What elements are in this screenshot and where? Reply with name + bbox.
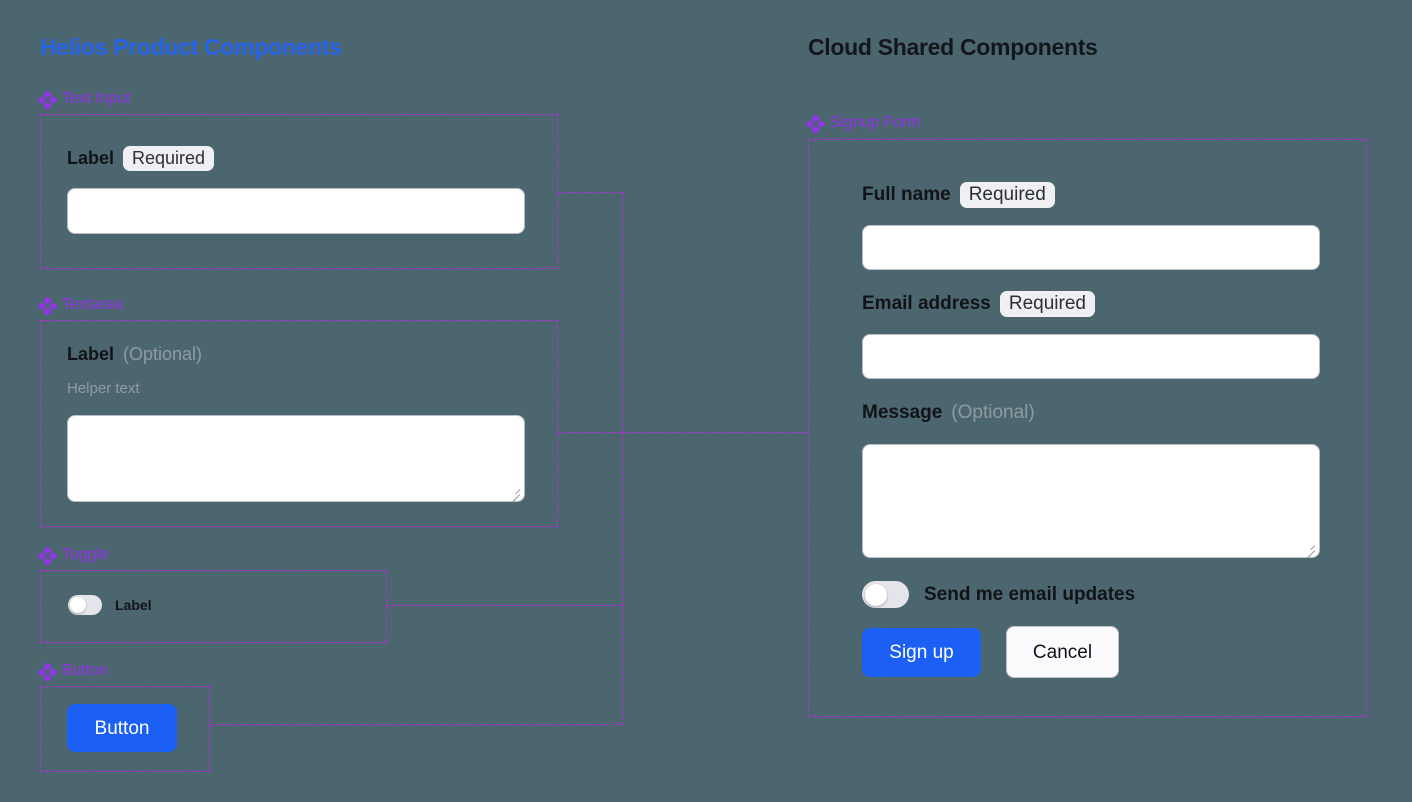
email-address-label: Email address (862, 293, 991, 314)
cancel-button[interactable]: Cancel (1006, 626, 1119, 678)
optional-tag: (Optional) (951, 402, 1035, 423)
required-badge: Required (123, 146, 215, 171)
email-updates-toggle-row: Send me email updates (862, 581, 1135, 608)
diamond-icon (37, 544, 58, 565)
right-column-title: Cloud Shared Components (808, 34, 1098, 60)
section-header-label: Text Input (62, 90, 131, 107)
toggle-row: Label (68, 595, 152, 615)
full-name-input[interactable] (862, 225, 1320, 270)
component-box-button (40, 686, 210, 772)
section-header-label: Signup Form (830, 114, 921, 131)
demo-button[interactable]: Button (67, 704, 177, 752)
email-updates-toggle[interactable] (862, 581, 909, 608)
toggle-knob (70, 597, 86, 613)
message-textarea[interactable] (862, 444, 1320, 559)
full-name-label-row: Full name Required (862, 182, 1055, 208)
connector-textarea-horizontal (558, 432, 809, 433)
required-badge: Required (959, 182, 1055, 208)
textarea-label: Label (67, 344, 115, 364)
diamond-icon (37, 660, 58, 681)
section-header-label: Textarea (62, 296, 123, 313)
section-header-textarea: Textarea (37, 294, 123, 315)
connector-text-input-horizontal (558, 192, 623, 193)
toggle-label: Label (115, 597, 152, 613)
resize-handle-icon[interactable] (1303, 542, 1316, 559)
message-label-row: Message (Optional) (862, 402, 1035, 424)
email-address-input[interactable] (862, 334, 1320, 379)
sign-up-button[interactable]: Sign up (862, 628, 981, 677)
toggle-switch[interactable] (68, 595, 102, 615)
message-label: Message (862, 402, 943, 423)
textarea-field[interactable] (67, 415, 525, 503)
section-header-text-input: Text Input (37, 88, 131, 109)
connector-trunk-lower (622, 432, 623, 725)
section-header-toggle: Toggle (37, 544, 109, 565)
required-badge: Required (999, 291, 1095, 317)
component-box-toggle (40, 570, 387, 643)
component-box-text-input (40, 114, 558, 269)
component-box-signup-form (808, 139, 1367, 717)
diamond-icon (37, 88, 58, 109)
optional-tag: (Optional) (123, 344, 203, 364)
textarea-helper-text: Helper text (67, 380, 140, 397)
text-input-field[interactable] (67, 188, 525, 234)
section-header-signup-form: Signup Form (805, 112, 921, 133)
section-header-button: Button (37, 660, 108, 681)
left-column-title: Helios Product Components (40, 34, 342, 60)
text-input-label-row: Label Required (67, 146, 215, 171)
connector-trunk-upper (622, 192, 623, 432)
connector-button-horizontal (210, 724, 623, 725)
email-address-label-row: Email address Required (862, 291, 1095, 317)
section-header-label: Toggle (62, 546, 109, 563)
full-name-label: Full name (862, 184, 951, 205)
resize-handle-icon[interactable] (508, 486, 521, 503)
email-updates-label: Send me email updates (924, 583, 1136, 605)
section-header-label: Button (62, 662, 108, 679)
textarea-label-row: Label (Optional) (67, 344, 202, 365)
diamond-icon (37, 294, 58, 315)
text-input-label: Label (67, 148, 115, 168)
toggle-knob (864, 583, 887, 606)
diamond-icon (805, 112, 826, 133)
connector-toggle-horizontal (387, 605, 623, 606)
component-box-textarea (40, 320, 558, 527)
